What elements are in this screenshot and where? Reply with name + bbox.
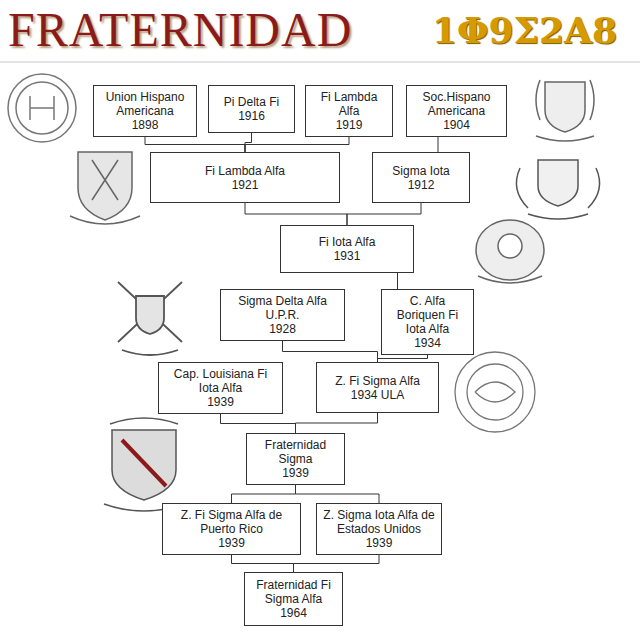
box-year: 1939 — [207, 395, 234, 409]
lineage-box: Z. Sigma Iota Alfa de Estados Unidos1939 — [316, 503, 442, 555]
page-title: FRATERNIDAD — [8, 2, 352, 58]
box-name: Fi Iota Alfa — [319, 235, 376, 249]
lineage-connector — [296, 485, 380, 503]
lineage-box: Fi Lambda Alfa1919 — [305, 85, 393, 137]
box-name: C. Alfa Boriquen Fi Iota Alfa — [387, 294, 468, 336]
lineage-connector — [397, 273, 398, 289]
lineage-box: Fi Iota Alfa1931 — [280, 225, 414, 273]
lineage-connector — [245, 203, 347, 225]
lineage-box: Soc.Hispano Americana1904 — [406, 85, 507, 137]
lineage-connector — [347, 203, 421, 225]
lineage-connector — [294, 555, 380, 572]
lineage-connector — [232, 555, 294, 572]
box-year: 1928 — [269, 322, 296, 336]
box-name: Fraternidad Fi Sigma Alfa — [250, 578, 337, 606]
box-name: Z. Fi Sigma Alfa — [335, 374, 420, 388]
lineage-box: Fraternidad Fi Sigma Alfa1964 — [244, 572, 343, 626]
box-year: 1934 ULA — [351, 388, 404, 402]
lineage-connector — [438, 137, 439, 152]
box-year: 1939 — [218, 536, 245, 550]
box-name: Union Hispano Americana — [99, 90, 191, 118]
lineage-box: C. Alfa Boriquen Fi Iota Alfa1934 — [381, 289, 474, 355]
lineage-box: Sigma Delta Alfa U.P.R.1928 — [220, 289, 345, 341]
box-year: 1931 — [334, 249, 361, 263]
box-name: Fi Lambda Alfa — [205, 164, 285, 178]
box-name: Sigma Delta Alfa U.P.R. — [226, 294, 339, 322]
lineage-connector — [378, 355, 428, 362]
lineage-box: Sigma Iota1912 — [372, 152, 470, 203]
box-year: 1904 — [443, 118, 470, 132]
lineage-box: Pi Delta Fi1916 — [208, 85, 295, 133]
lineage-box: Fi Lambda Alfa1921 — [150, 152, 340, 203]
box-year: 1939 — [366, 536, 393, 550]
lineage-connector — [245, 133, 252, 152]
box-year: 1898 — [132, 118, 159, 132]
box-name: Soc.Hispano Americana — [412, 90, 501, 118]
lineage-connector — [296, 413, 378, 433]
lineage-box: Z. Fi Sigma Alfa1934 ULA — [316, 362, 439, 413]
lineage-box: Fraternidad Sigma1939 — [246, 433, 345, 485]
title-letters: 1Φ9Σ2Α8 — [432, 6, 617, 54]
box-year: 1916 — [238, 109, 265, 123]
box-year: 1912 — [408, 178, 435, 192]
lineage-box: Cap. Louisiana Fi Iota Alfa1939 — [158, 362, 283, 414]
lineage-box: Z. Fi Sigma Alfa de Puerto Rico1939 — [162, 503, 301, 555]
lineage-connector — [232, 485, 296, 503]
lineage-connector — [145, 137, 245, 152]
lineage-connector — [221, 414, 296, 433]
box-year: 1919 — [336, 118, 363, 132]
box-name: Pi Delta Fi — [224, 95, 279, 109]
lineage-connector — [283, 341, 378, 362]
box-name: Sigma Iota — [392, 164, 449, 178]
box-name: Z. Sigma Iota Alfa de Estados Unidos — [322, 508, 436, 536]
box-name: Fraternidad Sigma — [252, 438, 339, 466]
box-name: Cap. Louisiana Fi Iota Alfa — [164, 367, 277, 395]
lineage-connector — [245, 137, 349, 152]
box-year: 1964 — [280, 606, 307, 620]
box-name: Z. Fi Sigma Alfa de Puerto Rico — [168, 508, 295, 536]
box-year: 1921 — [232, 178, 259, 192]
box-year: 1939 — [282, 466, 309, 480]
box-name: Fi Lambda Alfa — [311, 90, 387, 118]
lineage-box: Union Hispano Americana1898 — [93, 85, 197, 137]
box-year: 1934 — [414, 336, 441, 350]
